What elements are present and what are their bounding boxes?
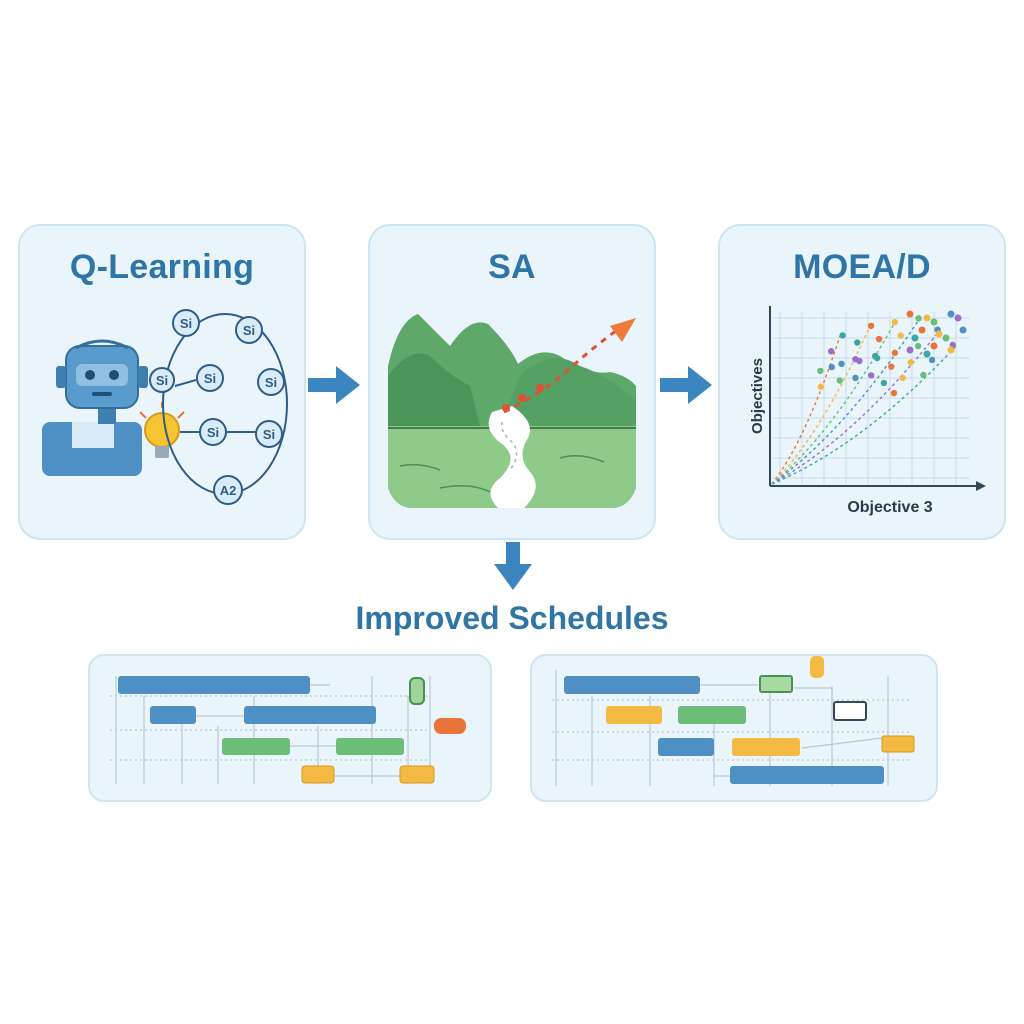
scatter-point — [856, 357, 863, 365]
moead-title: MOEA/D — [793, 248, 931, 286]
lightbulb-icon — [139, 402, 185, 458]
arrow-right-icon — [660, 366, 712, 404]
scatter-point — [875, 335, 883, 343]
scatter-point — [852, 374, 859, 382]
trend-arrow-icon — [502, 318, 636, 414]
scatter-point — [873, 354, 881, 362]
robot-icon — [42, 339, 148, 476]
scatter-point — [911, 334, 919, 342]
state-node: Si — [196, 364, 224, 392]
x-axis-label: Objective 3 — [847, 499, 932, 516]
moead-panel: MOEA/D Objectives Objective 3 — [718, 224, 1006, 540]
scatter-point — [923, 314, 931, 322]
scatter-point — [828, 363, 835, 371]
state-node: Si — [199, 418, 227, 446]
objective-ray — [771, 335, 841, 485]
objective-ray — [771, 321, 896, 485]
scatter-point — [930, 342, 938, 350]
scatter-point — [817, 367, 824, 375]
objective-ray — [771, 329, 941, 485]
scatter-point — [914, 342, 922, 350]
y-axis-label: Objectives — [749, 358, 766, 434]
scatter-point — [906, 310, 914, 318]
state-node: Si — [149, 367, 175, 393]
scatter-point — [959, 326, 967, 334]
improved-schedules-title: Improved Schedules — [355, 600, 669, 636]
mountain-landscape-icon — [388, 314, 636, 508]
arrow-right-icon — [308, 366, 360, 404]
scatter-point — [891, 349, 899, 357]
scatter-point — [838, 360, 845, 368]
state-node: Si — [257, 368, 285, 396]
state-node: Si — [235, 316, 263, 344]
svg-text:Si: Si — [265, 375, 277, 390]
scatter-point — [949, 341, 956, 349]
schedule-panel-1 — [88, 654, 492, 802]
scatter-plot-icon: Objectives Objective 3 — [749, 306, 986, 516]
scatter-point — [868, 372, 875, 379]
scatter-point — [942, 334, 950, 342]
state-node: Si — [172, 309, 200, 337]
svg-text:Si: Si — [207, 425, 219, 440]
svg-text:Si: Si — [156, 373, 168, 388]
scatter-point — [867, 322, 875, 330]
sa-title: SA — [488, 248, 536, 286]
scatter-point — [897, 332, 904, 339]
scatter-point — [935, 330, 943, 338]
scatter-point — [827, 348, 835, 355]
state-node: Si — [255, 420, 283, 448]
objective-ray — [771, 325, 871, 485]
q-learning-title: Q-Learning — [69, 248, 255, 286]
gantt-chart-icon — [552, 656, 915, 786]
scatter-point — [923, 350, 931, 358]
scatter-point — [891, 318, 899, 326]
scatter-point — [880, 379, 888, 387]
scatter-point — [839, 332, 846, 339]
scatter-point — [947, 346, 955, 354]
scatter-point — [854, 339, 861, 346]
svg-text:Si: Si — [180, 316, 192, 331]
gantt-chart-icon — [110, 676, 466, 784]
scatter-point — [907, 359, 914, 366]
svg-text:Si: Si — [204, 371, 216, 386]
scatter-point — [888, 363, 895, 370]
scatter-point — [930, 318, 938, 326]
scatter-point — [920, 371, 927, 379]
scatter-point — [817, 383, 825, 390]
q-learning-illustration: Si Si Si Si Si Si Si A2 — [42, 309, 288, 505]
scatter-point — [890, 389, 898, 397]
objective-ray — [771, 345, 957, 485]
scatter-point — [899, 374, 906, 382]
scatter-point — [906, 346, 914, 354]
scatter-point — [928, 356, 936, 364]
scatter-point — [918, 326, 926, 334]
q-learning-panel: Q-Learning Si Si S — [18, 224, 306, 540]
scatter-point — [915, 315, 922, 322]
schedule-panel-2 — [530, 654, 938, 802]
svg-text:A2: A2 — [220, 483, 237, 498]
svg-text:Si: Si — [263, 427, 275, 442]
svg-text:Si: Si — [243, 323, 255, 338]
arrow-down-icon — [494, 542, 532, 590]
scatter-point — [954, 314, 962, 322]
scatter-point — [836, 377, 843, 384]
action-node: A2 — [213, 475, 243, 505]
scatter-point — [947, 310, 955, 318]
sa-panel: SA — [368, 224, 656, 540]
